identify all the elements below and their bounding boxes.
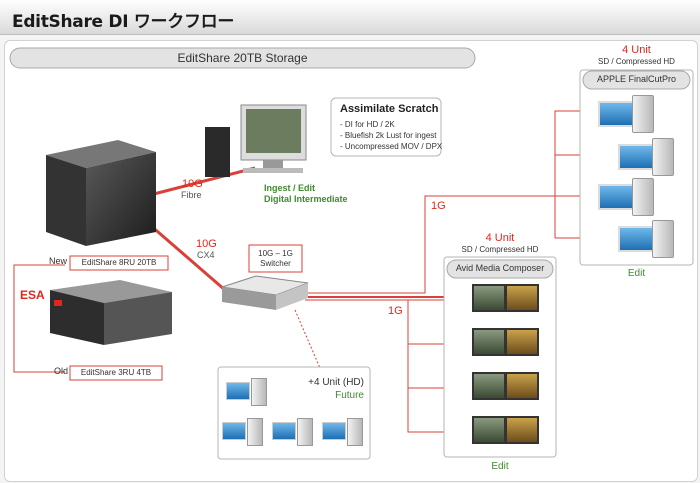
future-station-2: [222, 418, 266, 448]
monitor-icon: [505, 328, 539, 356]
ingest-label-1: Ingest / Edit: [264, 183, 316, 193]
switcher-label-2: Switcher: [260, 259, 291, 268]
esa-old-box: [69, 365, 163, 381]
apple-count: 4 Unit: [622, 44, 651, 56]
header-bar: EditShare DI ワークフロー: [0, 0, 700, 35]
esa-old-box-label: EditShare 3RU 4TB: [80, 368, 152, 377]
monitor-icon: [505, 284, 539, 312]
monitor-icon: [598, 184, 634, 210]
avid-station-2: [472, 328, 544, 360]
apple-station-2: [618, 138, 678, 178]
scratch-item-2: - Bluefish 2k Lust for ingest: [340, 131, 437, 140]
avid-footer: Edit: [491, 461, 509, 472]
cx4-type-label: CX4: [197, 250, 215, 260]
scratch-item-1: - DI for HD / 2K: [340, 120, 395, 129]
cx4-link: [149, 223, 226, 292]
esa-old-label: Old: [54, 366, 69, 376]
esa-new-label: New: [49, 256, 68, 266]
monitor-icon: [505, 372, 539, 400]
scratch-box: [330, 97, 442, 157]
future-station-4: [322, 418, 366, 448]
storage-bar: [9, 47, 476, 69]
tower-icon: [652, 220, 674, 258]
apple-station-4: [618, 220, 678, 260]
avid-station-1: [472, 284, 544, 316]
future-station-1: [226, 378, 270, 408]
future-link: [294, 309, 321, 369]
esa-new-box: [69, 255, 169, 271]
esa-label: ESA: [20, 288, 45, 302]
network-switch: [221, 275, 309, 310]
avid-station-4: [472, 416, 544, 448]
monitor-icon: [472, 372, 506, 400]
esa-new-box-label: EditShare 8RU 20TB: [81, 258, 157, 267]
esa-bracket: [13, 264, 65, 373]
fibre-speed-label: 10G: [182, 178, 203, 190]
monitor-icon: [472, 284, 506, 312]
g1-top-label: 1G: [431, 200, 446, 212]
fibre-type-label: Fibre: [181, 190, 202, 200]
future-label-1: +4 Unit (HD): [308, 377, 364, 388]
ingest-label-2: Digital Intermediate: [264, 194, 348, 204]
monitor-icon: [472, 328, 506, 356]
apple-station-3: [598, 178, 658, 218]
monitor-icon: [222, 422, 246, 440]
future-label-2: Future: [335, 390, 364, 401]
apple-title-pill: [582, 70, 691, 90]
scratch-title: Assimilate Scratch: [340, 103, 439, 115]
apple-wiring: [305, 110, 608, 294]
avid-title-pill: [446, 259, 554, 279]
monitor-icon: [472, 416, 506, 444]
fibre-link: [149, 166, 256, 197]
monitor-icon: [226, 382, 250, 400]
tower-icon: [632, 95, 654, 133]
page-title: EditShare DI ワークフロー: [12, 12, 235, 32]
storage-3ru: [50, 280, 172, 345]
tower-icon: [347, 418, 363, 446]
future-station-3: [272, 418, 316, 448]
apple-footer: Edit: [627, 268, 646, 279]
tower-icon: [297, 418, 313, 446]
avid-title: Avid Media Composer: [455, 263, 545, 273]
storage-rack-8ru: [46, 140, 156, 246]
cx4-speed-label: 10G: [196, 238, 217, 250]
apple-sub: SD / Compressed HD: [598, 57, 675, 66]
monitor-icon: [618, 144, 654, 170]
tower-icon: [247, 418, 263, 446]
avid-sub: SD / Compressed HD: [461, 245, 539, 254]
tower-icon: [652, 138, 674, 176]
switcher-label-1: 10G – 1G: [258, 249, 293, 258]
g1-mid-label: 1G: [388, 305, 403, 317]
apple-station-1: [598, 95, 658, 135]
monitor-icon: [598, 101, 634, 127]
avid-wiring: [305, 299, 470, 433]
avid-count: 4 Unit: [485, 232, 515, 244]
monitor-icon: [272, 422, 296, 440]
switcher-box: [248, 244, 303, 273]
storage-bar-label: EditShare 20TB Storage: [177, 51, 308, 65]
ingest-workstation: [205, 104, 307, 177]
tower-icon: [632, 178, 654, 216]
apple-title: APPLE FinalCutPro: [596, 74, 677, 84]
scratch-item-3: - Uncompressed MOV / DPX: [340, 142, 443, 151]
tower-icon: [251, 378, 267, 406]
avid-station-3: [472, 372, 544, 404]
monitor-icon: [505, 416, 539, 444]
monitor-icon: [322, 422, 346, 440]
monitor-icon: [618, 226, 654, 252]
